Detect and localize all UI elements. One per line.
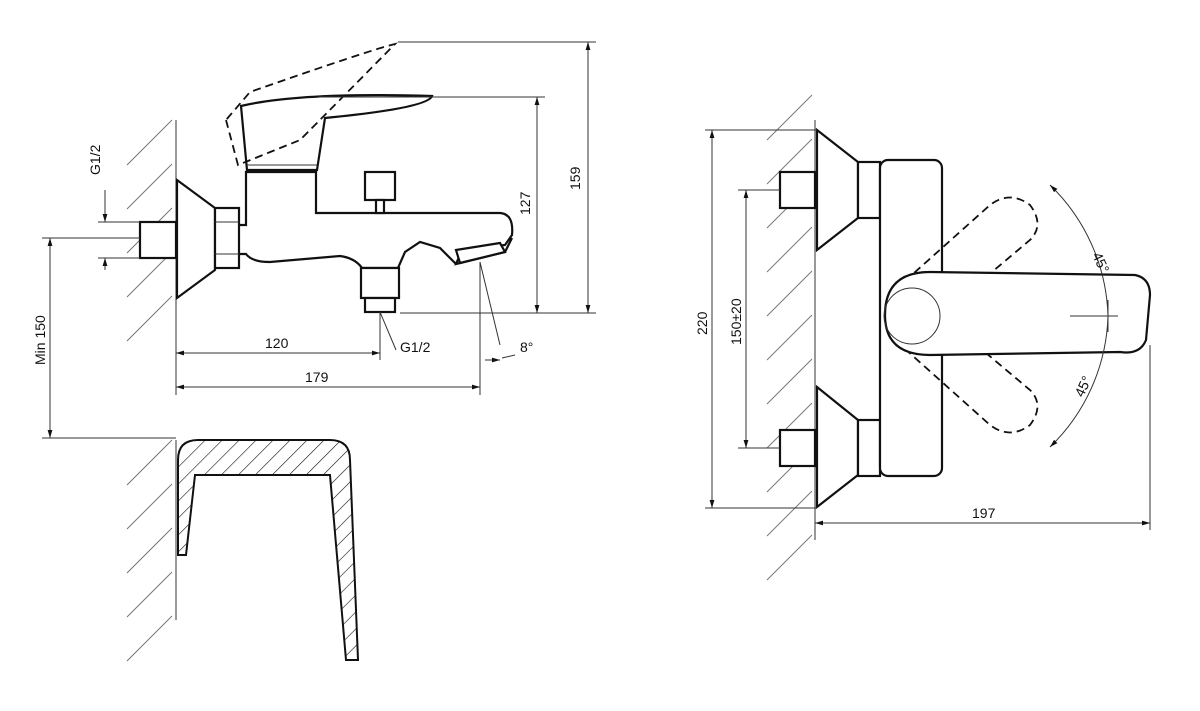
dim-handle-height: 127: [517, 191, 533, 215]
hatch-line: [126, 295, 173, 342]
dim-width: 197: [972, 505, 996, 521]
dim-spacing: 150±20: [728, 298, 744, 345]
lever-handle-raised: [894, 196, 1039, 321]
dim-depth: 179: [305, 369, 329, 385]
inlet-pipe-bottom: [778, 428, 817, 468]
wall-flange-top: [815, 127, 860, 253]
hex-nut: [213, 206, 241, 270]
hatch-line: [126, 119, 173, 166]
inlet-pipe: [138, 220, 178, 260]
hatch-line: [766, 534, 813, 581]
outlet-thread: [363, 296, 397, 314]
hex-nut-top: [856, 160, 882, 220]
hatch-line: [126, 483, 173, 530]
hatch-line: [766, 490, 813, 537]
spout-angle: 8°: [520, 339, 533, 355]
lever-handle-lowered: [894, 309, 1039, 434]
hatch-line: [126, 615, 173, 662]
dim-height: 220: [694, 311, 710, 335]
angle-upper: 45°: [1089, 250, 1112, 276]
hatch-line: [766, 94, 813, 141]
thread-label-outlet: G1/2: [400, 339, 431, 355]
min-height: Min 150: [32, 315, 48, 365]
hex-nut-bottom: [856, 418, 882, 478]
inlet-pipe-top: [778, 170, 817, 210]
wall-flange-bottom: [815, 384, 860, 510]
diverter-knob: [363, 170, 397, 202]
side-view: 127 159 120 179 G1/2 8° Min 150 G1/2: [32, 41, 596, 662]
wall-flange: [175, 177, 217, 301]
front-view: 45° 45° 220 150±20 197: [694, 94, 1152, 581]
bathtub-section: [177, 439, 360, 661]
hatch-line: [766, 358, 813, 405]
hatch-line: [126, 527, 173, 574]
hatch-line: [126, 251, 173, 298]
hatch-line: [766, 138, 813, 185]
lever-handle: [239, 94, 434, 172]
dim-total-height: 159: [567, 166, 583, 190]
angle-lower: 45°: [1071, 373, 1094, 399]
outlet: [359, 266, 401, 300]
lever-handle-raised: [225, 42, 398, 167]
lever-handle: [883, 270, 1152, 357]
hatch-line: [766, 226, 813, 273]
hatch-line: [126, 163, 173, 210]
dim-outlet: 120: [265, 335, 289, 351]
thread-label-inlet: G1/2: [87, 144, 103, 175]
hatch-line: [766, 270, 813, 317]
wall-hatching: [766, 94, 813, 581]
wall-hatching: [126, 119, 173, 662]
hatch-line: [766, 314, 813, 361]
hatch-line: [126, 439, 173, 486]
hatch-line: [126, 571, 173, 618]
hatch-line: [766, 402, 813, 449]
